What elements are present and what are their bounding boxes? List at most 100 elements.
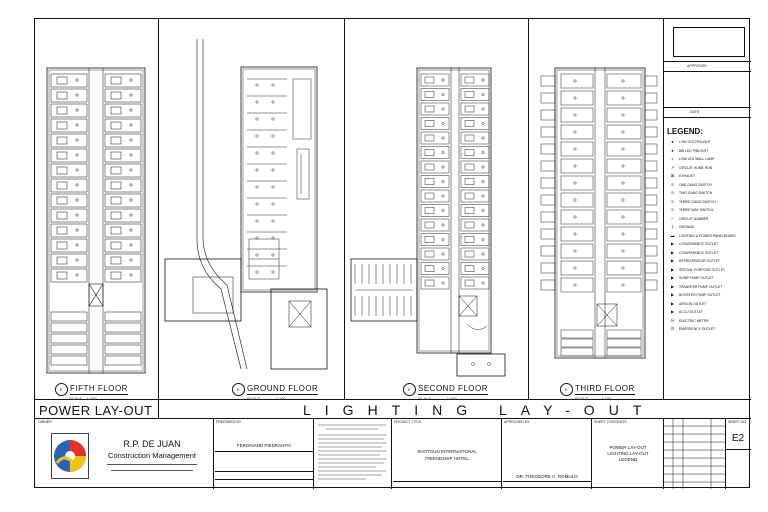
section-marker-icon: E <box>560 383 573 396</box>
field-line <box>215 471 313 472</box>
switch-icon: S <box>671 207 674 212</box>
legend-item: ●8W LED PINLIGHT <box>669 147 708 153</box>
legend-title: LEGEND: <box>667 127 703 136</box>
titleblock-divider <box>501 418 502 489</box>
sheet-contents-item: POWER LAY-OUT <box>609 445 647 450</box>
legend-item-label: SUMP PUMP OUTLET <box>679 276 714 280</box>
field-line <box>215 479 313 480</box>
outlet-icon: ▶ <box>670 258 675 263</box>
panelboard-icon: ▬ <box>670 232 675 238</box>
ground-floor-label: E GROUND FLOOR <box>232 383 319 396</box>
legend-item-label: LIGHTING & POWER PANELBOARD <box>679 233 736 238</box>
panel-divider <box>528 19 529 399</box>
switch-icon: S <box>671 198 674 204</box>
project-label: PROJECT TITLE <box>394 420 422 424</box>
revision-divider <box>663 61 751 62</box>
titleblock-divider <box>313 418 314 489</box>
revision-grid <box>663 418 725 489</box>
second-floor-plan <box>350 67 506 377</box>
project-name-line2: FRIENDSHIP HOTEL <box>425 456 469 461</box>
legend-item-label: BOOSTER PUMP OUTLET <box>679 293 721 297</box>
legend-item: ⊡EMERGENCY OUTLET <box>669 326 715 332</box>
outlet-icon: ▶ <box>670 266 675 272</box>
legend-item-label: CIRCUIT HOME RUN <box>679 165 713 170</box>
home-run-icon: ↗ <box>670 164 675 170</box>
sheet-contents-item: LEGEND <box>618 457 638 462</box>
outlet-icon: ▶ <box>670 283 675 289</box>
circuit-icon: ⌐ <box>671 215 674 221</box>
wall-lamp-icon: ◐ <box>671 156 674 161</box>
legend-item: ▶ SPECIAL PURPOSE OUTLET <box>669 266 726 272</box>
legend-item: Ⓜ ELECTRIC METER <box>669 317 709 323</box>
titleblock-divider <box>213 418 214 489</box>
titleblock-divider <box>663 418 664 489</box>
switch-icon: S <box>671 190 674 195</box>
outlet-icon: ▶ <box>670 300 675 306</box>
titleblock-divider <box>391 418 392 489</box>
meter-icon: Ⓜ <box>670 317 675 323</box>
outlet-icon: ▶ <box>670 309 675 314</box>
section-marker-icon: E <box>403 383 416 396</box>
led-pinlight-icon: ● <box>671 147 674 153</box>
approver-name: DR. THEODORE C. ROMULO <box>516 474 578 479</box>
power-layout-title: POWER LAY-OUT <box>39 403 153 418</box>
outlet-icon: ▶ <box>670 275 675 280</box>
designer-label: PREPARED BY <box>216 420 242 424</box>
general-notes-block <box>318 424 386 480</box>
legend-item-label: SPECIAL PURPOSE OUTLET <box>679 267 726 272</box>
fifth-floor-label: E FIFTH FLOOR <box>55 383 128 396</box>
legend-item: ▶ SUMP PUMP OUTLET <box>669 275 714 281</box>
floor-name: FIFTH FLOOR <box>70 384 128 395</box>
legend-item: ⊠EXHAUST <box>669 173 695 179</box>
legend-item: S THREE WAY SWITCH <box>669 207 714 213</box>
legend-item: ▶CONVENIENCE OUTLET <box>669 250 719 255</box>
scale-note: SCALE 1:100 <box>247 396 286 401</box>
outlet-icon: ▶ <box>670 241 675 246</box>
drawing-sheet: E FIFTH FLOOR SCALE 1:100 E GROUND FLOOR… <box>34 18 751 489</box>
floor-name: SECOND FLOOR <box>418 384 489 395</box>
legend-item-label: THREE WAY SWITCH <box>679 208 714 212</box>
sheet-number: E2 <box>731 433 745 444</box>
led-pinlight-icon: ● <box>671 139 674 144</box>
signature-line <box>215 451 313 452</box>
company-address-line <box>107 464 197 465</box>
project-stamp-box <box>673 27 745 57</box>
revision-divider <box>663 107 751 108</box>
scale-note: SCALE 1:100 <box>69 396 97 401</box>
legend-item: ⏚GROUND <box>669 225 695 230</box>
emergency-icon: ⊡ <box>670 326 675 331</box>
titleblock-divider <box>35 418 751 419</box>
field-line <box>725 449 751 450</box>
revision-approved-label: APPROVED <box>687 64 707 68</box>
third-floor-label: E THIRD FLOOR <box>560 383 635 396</box>
legend-item-label: CONVENIENCE OUTLET <box>679 250 719 255</box>
legend-item-label: ELECTRIC METER <box>679 318 709 323</box>
floor-name: THIRD FLOOR <box>575 384 635 395</box>
company-logo-icon <box>51 433 89 479</box>
designer-name: FERDINAND PIEDRAHITA <box>236 443 292 448</box>
panel-divider <box>663 19 664 399</box>
legend-item: ⌐CIRCUIT NUMBER <box>669 215 708 221</box>
titleblock-divider <box>725 418 726 489</box>
company-name: R.P. DE JUAN <box>123 439 181 449</box>
revision-divider <box>663 71 751 72</box>
owner-label: OWNER <box>38 420 52 424</box>
legend-item-label: LOW LED PINLIGHT <box>679 140 711 144</box>
signature-line <box>503 481 591 482</box>
scale-note: SCALE 1:100 <box>418 396 457 401</box>
field-line <box>393 481 501 482</box>
outlet-icon: ▶ <box>670 292 675 297</box>
legend-item-label: THREE GANG SWITCH <box>679 199 716 204</box>
company-address-line <box>111 470 193 471</box>
exhaust-icon: ⊠ <box>670 173 675 178</box>
legend-item: ▶CONVENIENCE OUTLET <box>669 241 718 247</box>
panel-divider <box>344 19 345 399</box>
revision-divider <box>663 117 751 118</box>
sheet-contents-item: LIGHTING LAY-OUT <box>607 451 649 456</box>
legend-item-label: TRANSFER PUMP OUTLET <box>679 284 723 289</box>
legend-item-label: REFRIGERATOR OUTLET <box>679 259 720 263</box>
revision-date-label: DATE <box>690 110 700 114</box>
legend-item-label: ONE GANG SWITCH <box>679 182 712 187</box>
